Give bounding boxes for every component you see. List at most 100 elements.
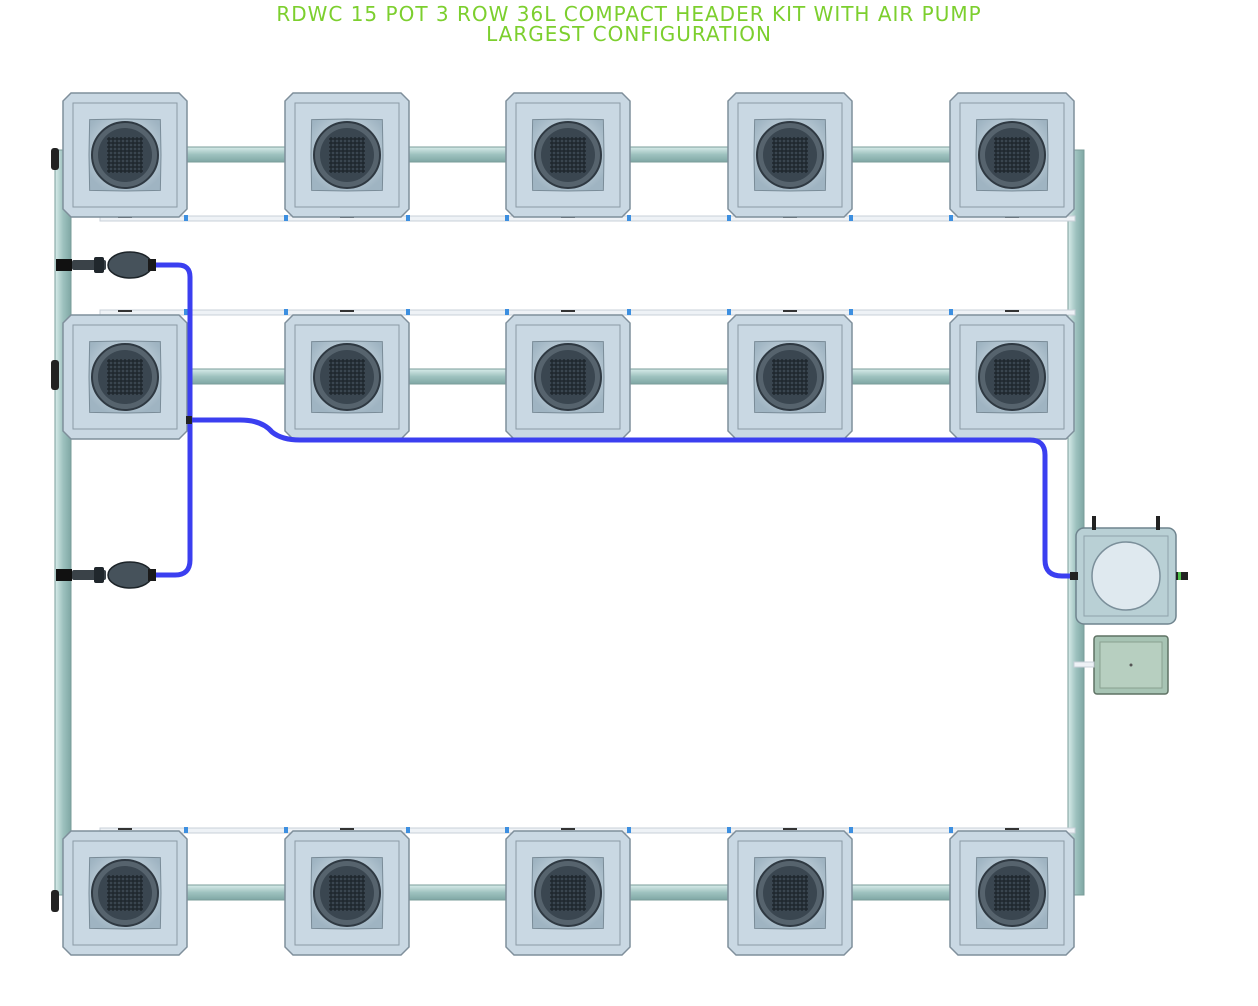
blue-connector [949,215,953,221]
pot-2 [284,92,410,218]
line-clip [340,828,354,830]
valve-body [107,561,153,589]
blue-connector [727,215,731,221]
diagram-title: RDWC 15 POT 3 ROW 36L COMPACT HEADER KIT… [276,2,982,26]
pot-15 [949,830,1075,956]
blue-connector [406,309,410,315]
pipe-joint [51,360,59,390]
tank-outlet-seal [1178,572,1181,580]
pot-rim [294,324,400,430]
diagram-subtitle: LARGEST CONFIGURATION [486,22,772,46]
right-return-pipe [1067,149,1085,896]
blue-connector [505,827,509,833]
pot-1 [62,92,188,218]
blue-connector [627,309,631,315]
pot-6 [62,314,188,440]
valve-top [56,251,156,279]
air-pump-line [1073,661,1095,668]
valve-bottom [56,561,156,589]
blue-connector [406,215,410,221]
pot-rim [72,840,178,946]
row-pipe [184,368,288,385]
pot-3 [505,92,631,218]
pot-rim [515,324,621,430]
row-pipe [849,368,953,385]
row-pipe [406,884,509,901]
valve-body [107,251,153,279]
pot-11 [62,830,188,956]
pot-13 [505,830,631,956]
header-tank-rim [1083,535,1169,617]
pot-8 [505,314,631,440]
tank-fitting [1156,516,1160,530]
row-pipe [406,146,509,163]
pot-rim [515,840,621,946]
row-pipe [184,146,288,163]
equipment [1070,516,1188,695]
row-pipe [184,884,288,901]
pot-grid [62,92,1075,956]
row-pipe [849,884,953,901]
air-pump [1073,635,1169,695]
tank-inlet [1070,572,1078,580]
blue-connector [727,827,731,833]
blue-connector [284,309,288,315]
blue-connector [284,215,288,221]
pot-12 [284,830,410,956]
row-pipe [627,884,731,901]
blue-connector [184,827,188,833]
blue-connector [627,827,631,833]
line-clip [1005,310,1019,312]
line-connector [186,416,192,424]
blue-connector [627,215,631,221]
line-clip [561,828,575,830]
row-pipe [849,146,953,163]
return-pipework [51,146,1085,912]
blue-connector [849,309,853,315]
blue-connector [849,215,853,221]
pot-rim [737,840,843,946]
tank-outlet [1176,572,1188,580]
pot-rim [737,324,843,430]
pot-rim [72,324,178,430]
line-clip [783,310,797,312]
blue-connector [184,309,188,315]
row-pipe [627,368,731,385]
line-clip [340,310,354,312]
pot-rim [72,102,178,208]
pot-rim [515,102,621,208]
blue-connector [727,309,731,315]
pot-9 [727,314,853,440]
blue-connector [406,827,410,833]
header-tank-lid [1091,541,1161,611]
air-lines [56,251,1077,589]
line-clip [783,828,797,830]
valve-fitting [56,569,72,581]
line-clip [1005,828,1019,830]
pipe-end-cap [51,890,59,912]
blue-connector [949,827,953,833]
pot-5 [949,92,1075,218]
pot-4 [727,92,853,218]
line-clip [118,310,132,312]
tank-fitting [1092,516,1096,530]
pot-rim [959,102,1065,208]
pot-7 [284,314,410,440]
line-clip [561,310,575,312]
valve-fitting [56,259,72,271]
blue-connector [505,215,509,221]
pot-rim [294,102,400,208]
pot-14 [727,830,853,956]
valve-nut [94,567,104,583]
pot-rim [737,102,843,208]
blue-connector [505,309,509,315]
pot-rim [959,840,1065,946]
pipe-end-cap [51,148,59,170]
pot-rim [294,840,400,946]
line-clip [118,828,132,830]
valve-nut [94,257,104,273]
row-pipe [627,146,731,163]
blue-connector [849,827,853,833]
tubing-lines [99,215,1076,834]
